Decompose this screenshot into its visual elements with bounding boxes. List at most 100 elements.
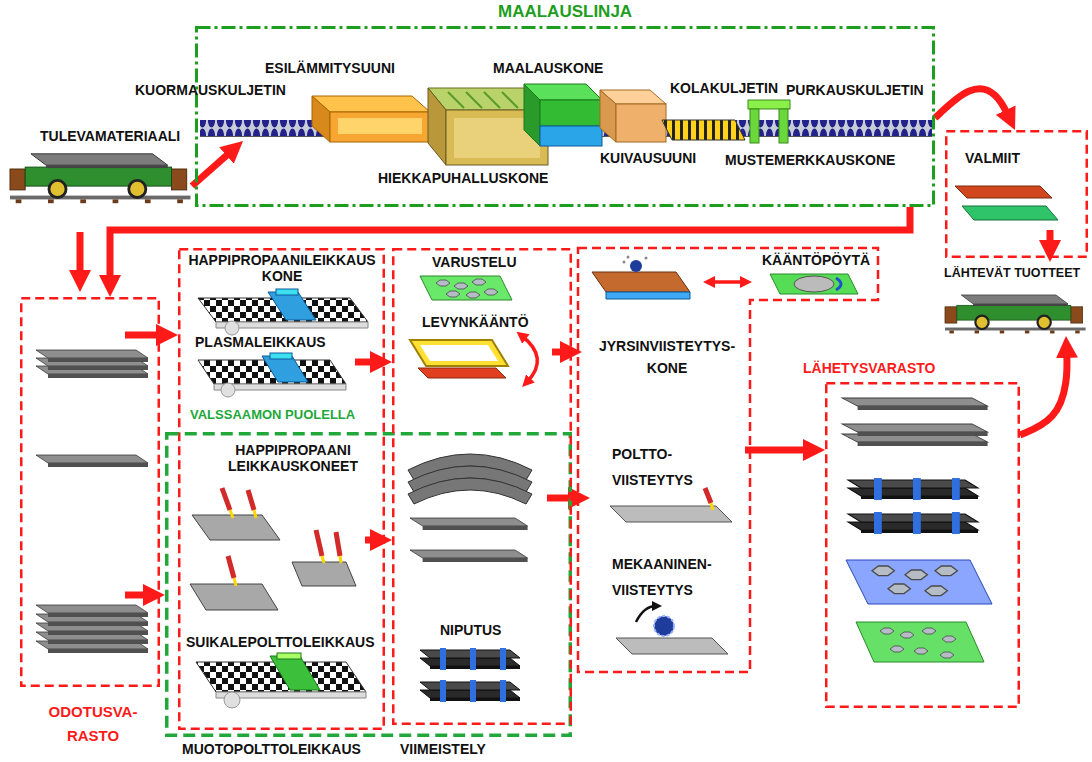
region-border: [167, 434, 571, 736]
milling-bevel-figure: [606, 292, 690, 299]
side-feed-arrow: [77, 232, 84, 280]
shipping-plates: [848, 512, 978, 534]
bent-plates: [408, 454, 532, 562]
station-label: VARUSTELU: [432, 254, 517, 270]
machine-label: MUSTEMERKKAUSKONE: [725, 152, 895, 168]
shipping-plates: [842, 398, 992, 662]
finished-plates: [955, 186, 1052, 198]
flow-arrow: [110, 207, 910, 285]
machine-label: ESILÄMMITYSUUNI: [265, 60, 395, 76]
finished-plates: [962, 206, 1058, 220]
oxy-propane-cutting-machine: [268, 292, 316, 320]
fitting-plate: [420, 276, 512, 300]
region-heading: ODOTUSVA- RASTO: [38, 700, 148, 748]
region-heading: MAALAUSLINJA: [498, 2, 632, 22]
region-border: [21, 298, 159, 686]
fitting-plate: [466, 292, 480, 298]
ink-marking-machine: [779, 109, 788, 143]
shipping-storage-region: LÄHETYSVARASTO: [825, 382, 1020, 708]
shipping-plates: [842, 398, 988, 410]
bent-plates: [410, 550, 528, 562]
oxy-propane-torch-cutters: [228, 556, 234, 578]
drying-oven: [600, 90, 616, 142]
fitting-plate: [420, 276, 512, 300]
waiting-plate-stacks: [36, 605, 148, 617]
oxy-propane-torch-cutters: [248, 490, 254, 510]
turntable-figure: [770, 274, 858, 294]
plate-turner: [410, 336, 537, 382]
station-label: KÄÄNTÖPÖYTÄ: [762, 252, 870, 268]
painting-machine: [540, 126, 602, 146]
oxy-propane-cutting-machine: [225, 321, 239, 335]
preheating-oven: [312, 96, 430, 112]
station-label: LEVYNKÄÄNTÖ: [422, 314, 529, 330]
ink-marking-machine: [748, 100, 790, 143]
plasma-cutting-machine: [198, 353, 346, 397]
flow-arrow: [710, 280, 745, 284]
station-label: PLASMALEIKKAUS: [195, 334, 326, 350]
waiting-storage-region: ODOTUSVA- RASTO: [20, 297, 160, 687]
machine-area: HIEKKAPUHALLUSKONE: [376, 168, 550, 188]
region-border: [946, 131, 1087, 257]
oxy-propane-torch-cutters: [254, 510, 256, 518]
oxy-propane-torch-cutters: [322, 556, 324, 563]
fitting-plate: [472, 279, 486, 285]
drying-oven: [616, 104, 666, 142]
machine-area: KUORMAUSKULJETIN: [133, 80, 288, 100]
oxy-propane-torch-cutters: [192, 515, 280, 540]
machine-label: KUIVAUSUUNI: [600, 150, 696, 166]
station-label: HAPPIPROPAANILEIKKAUS KONE: [184, 252, 380, 284]
machine-area: MUSTEMERKKAUSKONE: [723, 150, 897, 170]
station-label: MEKAANINEN- VIISTEYTYS: [612, 552, 732, 604]
ink-marking-machine: [750, 109, 759, 143]
shipping-plates: [922, 628, 936, 634]
milling-bevel-figure: [623, 261, 626, 264]
bevelling-station: POLTTO- VIISTEYTYS: [590, 438, 745, 528]
flow-arrow: [365, 537, 380, 544]
flow-arrow: [1020, 348, 1067, 435]
flame-bevel-figure: [705, 488, 711, 503]
strip-cutting-machine: [224, 692, 240, 708]
bevelling-region-outline: [578, 248, 878, 672]
shipping-plates: [890, 646, 904, 652]
fitting-plate: [454, 283, 468, 289]
plate-turner: [420, 345, 498, 361]
region-outline: [20, 297, 160, 687]
turntable-figure: [794, 276, 834, 292]
milling-bevel-figure: [592, 272, 690, 292]
preheating-oven: [312, 96, 330, 142]
machine-area: KUIVAUSUUNI: [598, 148, 698, 168]
region-outline: [195, 26, 935, 207]
shot-blasting-machine: [428, 88, 446, 165]
oxy-propane-torch-cutters: [190, 584, 278, 610]
flame-bevel-figure: [711, 503, 713, 510]
flow-arrow: [192, 149, 234, 186]
mechanical-bevel-figure: [636, 606, 656, 622]
oxy-propane-cutting-machine: [198, 289, 368, 335]
area-label: VALMIIT: [965, 150, 1020, 166]
region-border: [393, 249, 571, 724]
oxy-propane-torch-cutters: [336, 532, 340, 556]
wagon-label: LÄHTEVÄT TUOTTEET: [944, 266, 1080, 280]
bevelling-station: KÄÄNTÖPÖYTÄ: [752, 248, 878, 300]
scraper-conveyor: [662, 120, 745, 140]
oxy-propane-torch-cutters: [340, 556, 341, 563]
strip-cutting-machine: [196, 653, 366, 708]
finished-area: VALMIIT: [945, 130, 1088, 258]
plate-turner: [410, 340, 508, 366]
shipping-plates: [925, 586, 947, 596]
drying-oven: [600, 90, 666, 142]
oxy-propane-torch-cutters: [234, 578, 236, 586]
turntable-figure: [770, 274, 858, 294]
painting-machine: [540, 100, 602, 126]
wagon-label: TULEVAMATERIAALI: [40, 128, 180, 144]
bent-plates: [410, 518, 528, 530]
region-outline: [165, 432, 572, 737]
bent-plates: [408, 478, 532, 504]
oxy-propane-torch-cutters: [222, 488, 230, 510]
station-label: SUIKALEPOLTTOLEIKKAUS: [186, 634, 375, 650]
plasma-cutting-machine: [262, 356, 308, 382]
preheating-oven: [338, 118, 422, 134]
